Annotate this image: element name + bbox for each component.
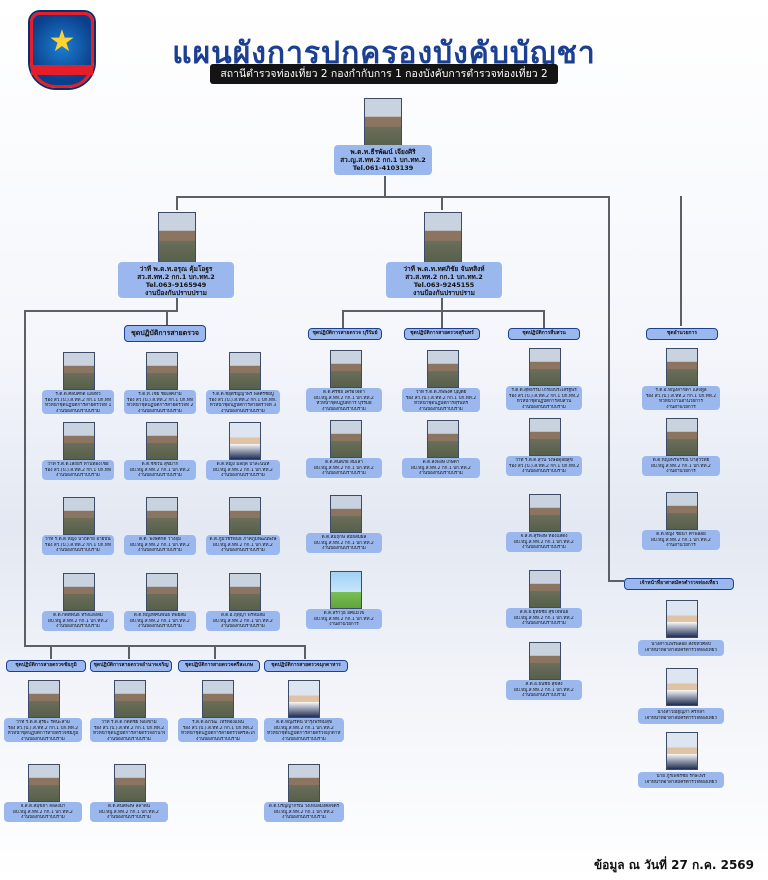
- member-photo: [330, 350, 362, 388]
- buriram-member-card: ด.ต.สมฤกษ์ สมัยสมผลผบ.หมู่.ส.ทท.2 กก.1 บ…: [306, 533, 382, 553]
- buriram-member-card: ด.ต.สราวุธ ยศแม้ไข่ผบ.หมู่.ส.ทท.2 กก.1 บ…: [306, 609, 382, 629]
- patrol-member-card: ด.ต.ภูมิวัชรพันธ์ ภาคภูมิพัฒนพงษ์ผบ.หมู่…: [206, 535, 280, 555]
- deputy-1-photo: [158, 212, 196, 264]
- member-photo: [146, 352, 178, 390]
- member-photo: [146, 422, 178, 460]
- volunteer-member-card: นาย ภูริเพชร์ชัย รักษ์ไพรเจ้าหน้าที่อาสา…: [638, 772, 724, 788]
- member-photo: [330, 495, 362, 533]
- buriram-member-card: ด.ต.ศิริชัย เครือใจดาผบ.หมู่.ส.ทท.2 กก.1…: [306, 388, 382, 412]
- mukdahan-member-card: ด.ต.หญิงรัตน์ บำรุงพรหมสุขผบ.หมู่.ส.ทท.2…: [264, 718, 344, 742]
- member-photo: [63, 497, 95, 535]
- deputy-2-card: ว่าที่ พ.ต.ท.ทศภิชัย จันทสิงห์สว.ส.ทท.2 …: [386, 262, 502, 298]
- member-photo: [229, 497, 261, 535]
- volunteer-member-card: นางสาวแพรพลอย สังข์ทวีศิลป์เจ้าหน้าที่อา…: [638, 640, 724, 656]
- member-photo: [666, 492, 698, 530]
- placeholder-photo: [330, 571, 362, 609]
- unit-chaiyaphum: ชุดปฏิบัติการสายตรวจชัยภูมิ: [6, 660, 86, 672]
- admin-member-card: ด.ต.หญิง ชัยนา คำพลอยผบ.หมู่.ส.ทท.2 กก.1…: [642, 530, 720, 550]
- member-photo: [63, 422, 95, 460]
- surin-member-card: ด.ต.สงพงษ์ เกษดาผบ.หมู่.ส.ทท.2 กก.1 บก.ท…: [402, 458, 480, 478]
- member-photo: [28, 764, 60, 802]
- unit-volunteers: เจ้าหน้าที่อาสาสมัครตำรวจท่องเที่ยว: [624, 578, 734, 590]
- member-photo: [146, 573, 178, 611]
- patrol-member-card: ว่าที่ ร.ต.ต.เสถียร ทานทองไชยรอง สว.(ป.)…: [42, 460, 114, 480]
- investigation-member-card: ว่าที่ ร.ต.ต.สุวิน วงษ์อดุลย์สุขรอง สว.(…: [506, 456, 582, 476]
- tourist-police-logo: ★: [30, 12, 94, 88]
- member-photo: [427, 420, 459, 458]
- patrol-member-card: ด.ต.หญิง มลฤดี ปาละนนท์ผบ.หมู่.ส.ทท.2 กก…: [206, 460, 280, 480]
- star-icon: ★: [48, 24, 76, 59]
- surin-member-card: ว่าที่ ร.ต.ต.ภพพงศ์ บุญตัยรอง สว.(ป.).ส.…: [402, 388, 480, 412]
- member-photo: [666, 348, 698, 386]
- patrol-member-card: ด.ต. พงษ์ศักดิ์ ว่างอุมผบ.หมู่.ส.ทท.2 กก…: [124, 535, 196, 555]
- member-photo: [666, 418, 698, 456]
- patrol-member-card: ว่าที่ ร.ต.ต.หญิง นาถิดาย อายบันลมรอง สว…: [42, 535, 114, 555]
- unit-mukdahan: ชุดปฏิบัติการสายตรวจมุกดาหาร: [264, 660, 348, 672]
- patrol-member-card: ด.ต.หญิงทัศนพันธ์ ทิพย์สมผบ.หมู่.ส.ทท.2 …: [124, 611, 196, 631]
- member-photo: [202, 680, 234, 718]
- member-photo: [529, 494, 561, 532]
- unit-admin: ชุดอำนวยการ: [646, 328, 718, 340]
- member-photo: [529, 418, 561, 456]
- unit-sisaket: ชุดปฏิบัติการสายตรวจศรีสะเกษ: [178, 660, 260, 672]
- amnat-member-card: ว่าที่ ร.ต.ต.กิตติชัย พองขามรอง สว.(ป.).…: [90, 718, 168, 742]
- investigation-member-card: จ.ส.ต.สุรพงษ์ ทองแสดงผบ.หมู่.ส.ทท.2 กก.1…: [506, 532, 582, 552]
- buriram-member-card: ด.ต.สันติภัย สมเล่าผบ.หมู่.ส.ทท.2 กก.1 บ…: [306, 458, 382, 478]
- member-photo: [529, 348, 561, 386]
- volunteer-photo: [666, 732, 698, 770]
- page-subtitle: สถานีตำรวจท่องเที่ยว 2 กองกำกับการ 1 กอง…: [210, 64, 558, 84]
- member-photo: [288, 680, 320, 718]
- unit-investigation: ชุดปฏิบัติการสืบสวน: [508, 328, 580, 340]
- patrol-member-card: ร.ต.ต.ศิลปศักดิ์ แสงทวีรอง สว.(ป.).ส.ทท.…: [42, 390, 114, 414]
- member-photo: [330, 420, 362, 458]
- volunteer-photo: [666, 668, 698, 706]
- mukdahan-member-card: ด.ต.ปริญญากรณ์ วงเหมลมงคลจิตร์ผบ.หมู่.ส.…: [264, 802, 344, 822]
- member-photo: [63, 352, 95, 390]
- deputy-2-photo: [424, 212, 462, 264]
- patrol-member-card: ร.ต.ต.ชยุติรัญญาพร พลศิริชัยปู่รอง สว.(ป…: [206, 390, 280, 414]
- member-photo: [146, 497, 178, 535]
- admin-member-card: ร.ต.อ.หญิงสาขิดา แสงทูลรอง สว.(ป.).ส.ทท.…: [642, 386, 720, 410]
- commander-photo: [364, 98, 402, 150]
- investigation-member-card: ส.ต.อ.ยุทธิชัย สุขใจพันธ์ผบ.หมู่.ส.ทท.2 …: [506, 608, 582, 628]
- volunteer-member-card: นางสาวณัฐญภา ศรีกล้าเจ้าหน้าที่อาสาสมัคร…: [638, 708, 724, 724]
- patrol-member-card: ร.ต.ท.ไชย ชัยเลิศงามรอง สว.(ป.).ส.ทท.2 ก…: [124, 390, 196, 414]
- member-photo: [63, 573, 95, 611]
- member-photo: [529, 570, 561, 608]
- member-photo: [114, 764, 146, 802]
- unit-amnat: ชุดปฏิบัติการสายตรวจอำนาจเจริญ: [90, 660, 172, 672]
- member-photo: [427, 350, 459, 388]
- amnat-member-card: ด.ต.สันติพงษ์ ลีลาดีนิผบ.หมู่.ส.ทท.2 กก.…: [90, 802, 168, 822]
- member-photo: [288, 764, 320, 802]
- data-date: ข้อมูล ณ วันที่ 27 ก.ค. 2569: [593, 858, 754, 872]
- volunteer-photo: [666, 600, 698, 638]
- deputy-1-card: ว่าที่ พ.ต.ท.อรุณ คุ้มโอฐรสว.ส.ทท.2 กก.1…: [118, 262, 234, 298]
- sisaket-member-card: ร.ต.ต.อภิวัฒ ไทรทองแพนรอง สว.(ป.).ส.ทท.2…: [178, 718, 258, 742]
- commander-card: พ.ต.ท.ธีรพัฒน์ เจียงศิริ สว.ญ.ส.ทท.2 กก.…: [334, 145, 432, 175]
- member-photo: [229, 422, 261, 460]
- unit-patrol-buriram: ชุดปฏิบัติการสายตรวจ บุรีรัมย์: [308, 328, 382, 340]
- logo-band: [31, 65, 93, 75]
- investigation-member-card: ส.ต.อ.ธนชัย สุขสังผบ.หมู่.ส.ทท.2 กก.1 บก…: [506, 680, 582, 700]
- patrol-member-card: ส.ต.อ.ฤทุญา พรหมสมผบ.หมู่.ส.ทท.2 กก.1 บก…: [206, 611, 280, 631]
- chaiyaphum-member-card: จ.ส.ต.สมุขยา ลิลลงมาผบ.หมู่.ส.ทท.2 กก.1 …: [4, 802, 82, 822]
- member-photo: [529, 642, 561, 680]
- patrol-member-card: ด.ต.ชัชวิน สุขมากผบ.หมู่.ส.ทท.2 กก.1 บก.…: [124, 460, 196, 480]
- investigation-member-card: ร.ต.ต.สุทธรรม เกรียงประเสริฐพรรอง สว.(ป.…: [506, 386, 582, 410]
- unit-patrol-surin: ชุดปฏิบัติการสายตรวจสุรินทร์: [404, 328, 480, 340]
- member-photo: [28, 680, 60, 718]
- chaiyaphum-member-card: ว่าที่ ร.ต.ต.สุริยะ รัตนะสามรอง สว.(ป.).…: [4, 718, 82, 742]
- unit-patrol: ชุดปฏิบัติการสายตรวจ: [124, 325, 206, 342]
- admin-member-card: ด.ต.หญิงพรพรรณ์ บาสุวิวิทย์ผบ.หมู่.ส.ทท.…: [642, 456, 720, 476]
- member-photo: [114, 680, 146, 718]
- member-photo: [229, 573, 261, 611]
- patrol-member-card: ด.ต.กิตติพันธ์ ทรงแสงสมผบ.หมู่.ส.ทท.2 กก…: [42, 611, 114, 631]
- member-photo: [229, 352, 261, 390]
